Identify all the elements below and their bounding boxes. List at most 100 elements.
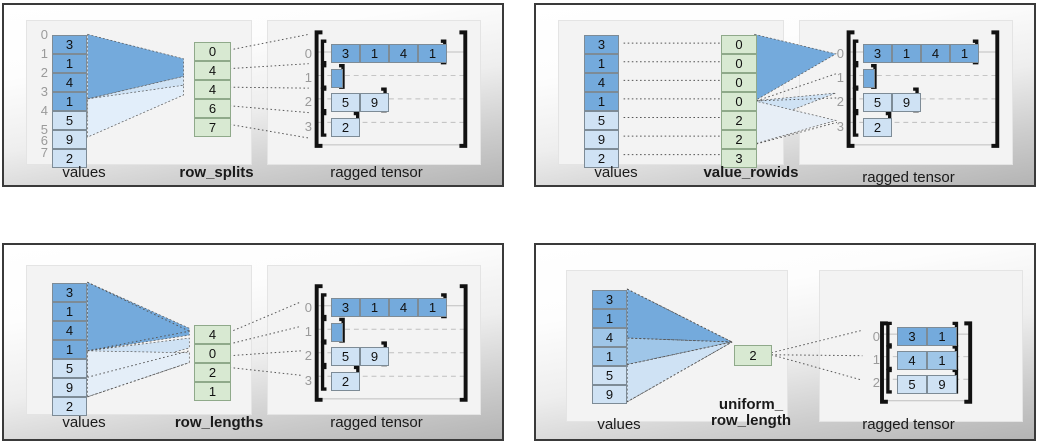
values-caption: values [594,164,638,181]
value-cell: 3 [584,35,619,54]
value-index: 6 [40,133,48,148]
value-cell: 1 [592,309,627,328]
value-cell: 1 [52,340,87,359]
panel-uniform-row-length: 3 1 4 1 5 9 2 0 1 2 3 1 4 1 5 9 values u… [534,243,1036,441]
value-cell: 1 [592,347,627,366]
panel-row-splits: 0 1 2 3 4 5 6 7 3 1 4 1 5 9 2 0 4 4 6 7 … [2,3,504,187]
tensor-cell: 5 [897,375,927,394]
value-cell: 2 [52,397,87,416]
tensor-row-index: 2 [872,375,880,390]
panel-value-rowids: 3 1 4 1 5 9 2 0 0 0 0 2 2 3 0 1 2 3 3 1 … [534,3,1036,187]
value-index: 1 [40,46,48,61]
encoding-cell: 0 [721,54,757,73]
value-cell: 1 [52,54,87,73]
value-cell: 4 [52,321,87,340]
encoding-cell: 3 [721,149,757,168]
value-cell: 9 [584,130,619,149]
panel-row-lengths: 3 1 4 1 5 9 2 4 0 2 1 0 1 2 3 3 1 4 1 5 … [2,243,504,441]
tensor-caption: ragged tensor [862,416,955,433]
value-cell: 5 [52,111,87,130]
encoding-caption: row_splits [179,164,254,181]
tensor-box-3 [267,265,481,415]
value-cell: 1 [584,92,619,111]
tensor-cell: 3 [863,44,892,63]
value-cell: 9 [592,385,627,404]
tensor-cell: 1 [418,44,447,63]
tensor-row-index: 2 [304,348,312,363]
values-caption: values [62,414,106,431]
value-cell: 1 [52,92,87,111]
value-index: 5 [40,122,48,137]
tensor-cell-empty [331,323,343,342]
value-cell: 1 [584,54,619,73]
tensor-cell: 1 [892,44,921,63]
tensor-cell-empty [863,69,875,88]
tensor-caption: ragged tensor [330,414,423,431]
value-index: 3 [40,84,48,99]
tensor-row-index: 3 [304,373,312,388]
encoding-cell: 4 [194,80,231,99]
value-cell: 3 [52,35,87,54]
tensor-row-index: 0 [304,300,312,315]
tensor-row-index: 1 [836,70,844,85]
encoding-cell: 2 [721,130,757,149]
values-caption: values [62,164,106,181]
value-cell: 4 [584,73,619,92]
tensor-cell: 1 [360,298,389,317]
value-cell: 2 [52,149,87,168]
value-cell: 3 [52,283,87,302]
tensor-cell: 9 [360,93,389,112]
value-cell: 4 [592,328,627,347]
tensor-cell: 3 [897,327,927,346]
tensor-cell: 3 [331,44,360,63]
value-index: 4 [40,103,48,118]
value-index: 7 [40,145,48,160]
tensor-cell: 9 [892,93,921,112]
tensor-cell: 9 [360,347,389,366]
encoding-cell: 7 [194,118,231,137]
value-cell: 9 [52,130,87,149]
tensor-box-4 [819,270,1023,422]
tensor-cell: 1 [950,44,979,63]
tensor-caption: ragged tensor [862,169,955,186]
tensor-cell-empty [331,69,343,88]
encoding-cell: 2 [734,345,772,366]
encoding-cell: 6 [194,99,231,118]
encoding-caption: row_lengths [174,414,264,431]
value-cell: 3 [592,290,627,309]
tensor-cell: 1 [418,298,447,317]
encoding-caption: uniform_ row_length [710,396,791,429]
tensor-cell: 4 [921,44,950,63]
encoding-cell: 2 [721,111,757,130]
tensor-cell: 1 [927,327,957,346]
encoding-cell: 0 [194,344,231,363]
encoding-cell: 2 [194,363,231,382]
tensor-row-index: 1 [872,352,880,367]
encoding-cell: 4 [194,325,231,344]
tensor-cell: 2 [863,118,892,137]
value-cell: 9 [52,378,87,397]
encoding-cell: 1 [194,382,231,401]
encoding-caption: value_rowids [703,164,799,181]
value-cell: 5 [584,111,619,130]
tensor-row-index: 0 [304,46,312,61]
tensor-cell: 4 [897,351,927,370]
encoding-cell: 0 [721,73,757,92]
tensor-row-index: 2 [304,94,312,109]
tensor-cell: 2 [331,372,360,391]
tensor-cell: 5 [331,93,360,112]
value-index: 0 [40,27,48,42]
value-index: 2 [40,65,48,80]
tensor-row-index: 3 [836,119,844,134]
tensor-cell: 4 [389,44,418,63]
encoding-cell: 0 [194,42,231,61]
tensor-cell: 9 [927,375,957,394]
tensor-row-index: 0 [836,46,844,61]
encoding-cell: 4 [194,61,231,80]
value-cell: 1 [52,302,87,321]
tensor-row-index: 0 [872,329,880,344]
tensor-row-index: 1 [304,324,312,339]
value-cell: 4 [52,73,87,92]
encoding-cell: 0 [721,92,757,111]
